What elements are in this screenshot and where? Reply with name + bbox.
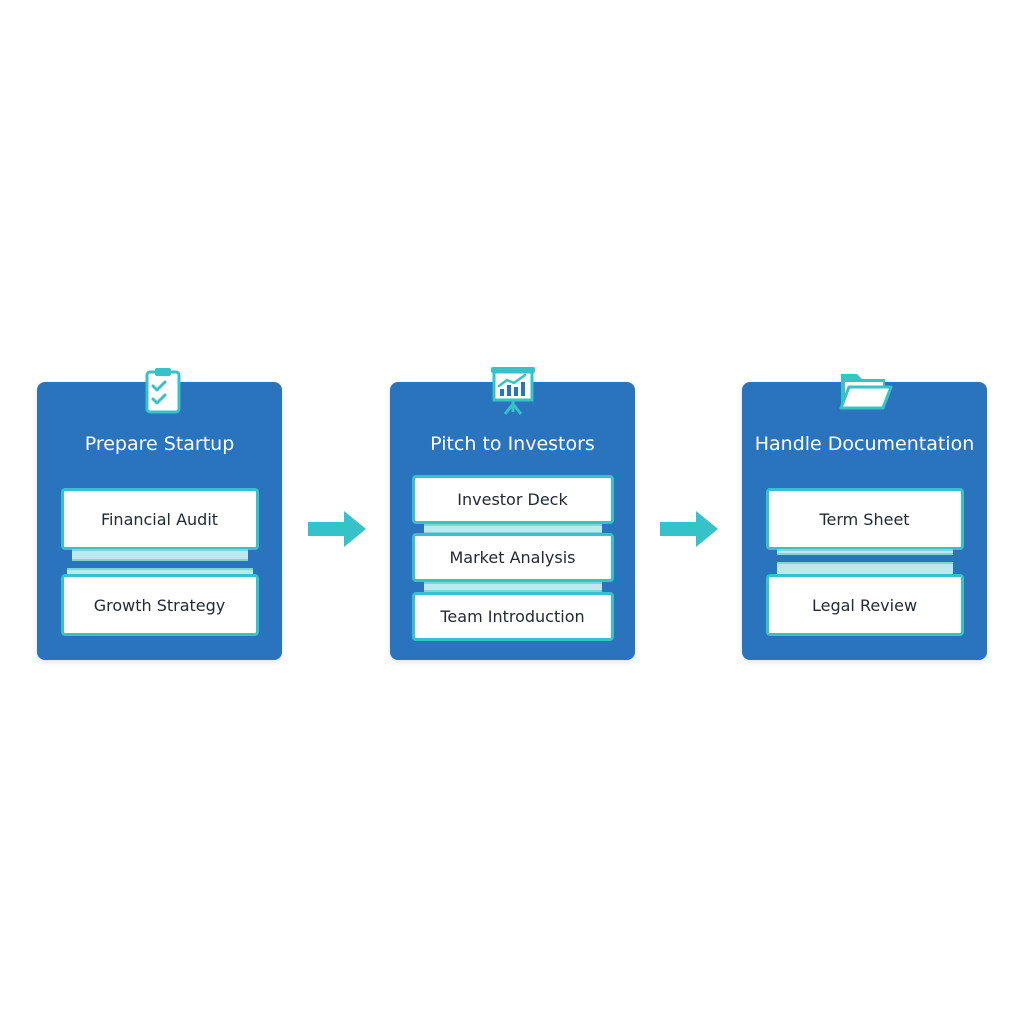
folder-icon: [839, 374, 892, 410]
step-title: Pitch to Investors: [430, 433, 595, 455]
step-item: Term Sheet: [765, 488, 964, 550]
step-item: Growth Strategy: [60, 574, 259, 636]
step-item: Financial Audit: [60, 488, 259, 550]
clipboard-check-icon: [145, 368, 180, 414]
step-title: Prepare Startup: [84, 433, 235, 455]
stack-strip: [776, 549, 953, 555]
step-item: Investor Deck: [411, 475, 614, 524]
presentation-chart-icon: [490, 367, 535, 415]
step-card-pitch-to-investors: Pitch to Investors Investor Deck Market …: [390, 367, 635, 660]
stack-strip: [423, 582, 602, 592]
step-item: Legal Review: [765, 574, 964, 636]
step-card-handle-documentation: Handle Documentation Term Sheet Legal Re…: [742, 374, 987, 660]
arrow-right-icon: [660, 511, 718, 547]
step-card-prepare-startup: Prepare Startup Financial Audit Growth S…: [37, 368, 282, 660]
stack-strip: [71, 549, 248, 561]
step-item: Team Introduction: [411, 592, 614, 641]
step-item: Market Analysis: [411, 533, 614, 582]
step-title: Handle Documentation: [754, 433, 975, 455]
arrow-right-icon: [308, 511, 366, 547]
